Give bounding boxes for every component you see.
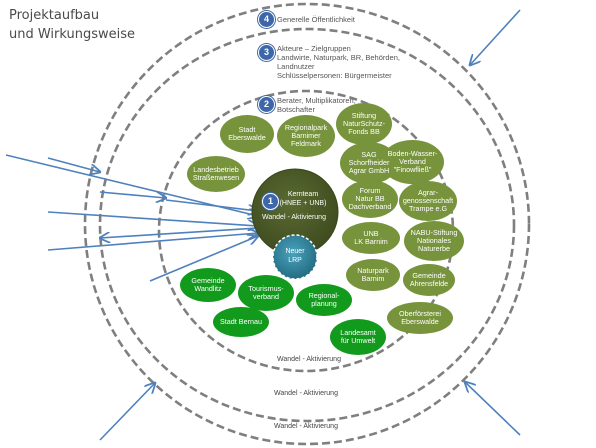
node-shape-oberfoersterei: [387, 302, 453, 334]
ring-3-label-line-3: Landnutzer: [277, 62, 315, 71]
node-shape-tourismus: [238, 275, 294, 311]
node-unb: UNB LK Barnim: [354, 228, 388, 246]
kernteam-label: Kernteam (HNEE + UNB): [279, 191, 327, 207]
node-bernau: Stadt Bernau: [220, 316, 262, 326]
node-boden-wasser: Boden-Wasser- Verband "Finowfließ": [387, 148, 438, 175]
node-shape-landesamt: [330, 319, 386, 355]
node-naturpark: Naturpark Barnim: [357, 265, 389, 283]
arrow-line: [465, 382, 521, 436]
node-oberfoersterei: Oberförsterei Eberswalde: [399, 308, 441, 326]
node-forum-natur: Forum Natur BB Dachverband: [348, 185, 392, 212]
arrow-line: [165, 199, 258, 211]
node-shape-stiftung: [336, 103, 392, 145]
ring-2-number-badge: 2: [258, 96, 275, 113]
node-shape-stadt-eberswalde: [220, 115, 274, 153]
arrow-line: [47, 233, 258, 251]
title-line-1: Projektaufbau: [9, 8, 100, 23]
arrow-line: [149, 236, 258, 282]
node-shape-landesbetrieb: [187, 156, 245, 192]
node-shape-regionalplanung: [296, 284, 352, 316]
arrow-line: [470, 9, 521, 65]
ring-4-label: Generelle Öffentlichkeit: [277, 15, 355, 24]
neuer-lrp-label: Neuer LRP: [285, 248, 305, 264]
node-shape-nabu: [404, 221, 464, 261]
wandel-label-ring-3: Wandel - Aktivierung: [274, 390, 338, 397]
arrow-line: [47, 211, 258, 226]
node-regionalplanung: Regional- planung: [308, 290, 340, 308]
node-tourismus: Tourismus- verband: [248, 283, 284, 301]
node-shape-ahrensfelde: [403, 264, 455, 296]
neuer-lrp-circle: [272, 234, 318, 280]
node-shape-boden-wasser: [381, 140, 444, 184]
node-landesbetrieb: Landesbetrieb Straßenwesen: [192, 164, 240, 182]
arrow-line: [100, 227, 259, 238]
node-shape-sag: [340, 142, 398, 184]
ring-3-label-line-2: Landwirte, Naturpark, BR, Behörden,: [277, 53, 400, 62]
ring-3: [98, 27, 516, 423]
ring-3-number-badge: 3: [258, 44, 275, 61]
node-regionalpark: Regionalpark Barnimer Feldmark: [284, 122, 328, 149]
node-agrar: Agrar- genossenschaft Trampe e.G: [402, 187, 454, 214]
node-wandlitz: Gemeinde Wandlitz: [191, 275, 225, 293]
ring-4-number-badge: 4: [258, 11, 275, 28]
ring-2-label-line-2: Botschafter: [277, 105, 315, 114]
node-sag: SAG Schorfheider Agrar GmbH: [348, 149, 390, 176]
node-stadt-eberswalde: Stadt Eberswalde: [228, 124, 266, 142]
arrow-line: [99, 191, 166, 198]
node-shape-naturpark: [346, 259, 400, 291]
node-ahrensfelde: Gemeinde Ahrensfelde: [409, 270, 449, 288]
node-nabu: NABU-Stiftung Nationales Naturerbe: [410, 227, 458, 254]
node-shape-forum-natur: [342, 180, 398, 218]
diagram-title: Projektaufbau und Wirkungsweise: [9, 6, 135, 44]
core-wandel-label: Wandel - Aktivierung: [262, 214, 326, 221]
arrow-line: [47, 157, 100, 172]
arrow-line: [99, 383, 155, 441]
ring-4-outer: [83, 2, 531, 446]
node-shape-regionalpark: [277, 115, 335, 157]
ring-2-label-line-1: Berater, Multiplikatoren,: [277, 96, 356, 105]
ring-3-label-line-1: Akteure – Zielgruppen: [277, 44, 351, 53]
node-shape-unb: [342, 222, 400, 254]
node-shape-wandlitz: [180, 268, 236, 302]
core-number-badge: 1: [262, 193, 279, 210]
ring-3-label-line-4: Schlüsselpersonen: Bürgermeister: [277, 71, 392, 80]
node-shape-agrar: [399, 181, 457, 221]
node-shape-bernau: [213, 307, 269, 337]
node-landesamt: Landesamt für Umwelt: [340, 327, 376, 345]
title-line-2: und Wirkungsweise: [9, 27, 136, 42]
node-stiftung: Stiftung NaturSchutz- Fonds BB: [343, 110, 385, 137]
wandel-label-ring-2: Wandel - Aktivierung: [277, 356, 341, 363]
wandel-label-ring-4: Wandel - Aktivierung: [274, 423, 338, 430]
